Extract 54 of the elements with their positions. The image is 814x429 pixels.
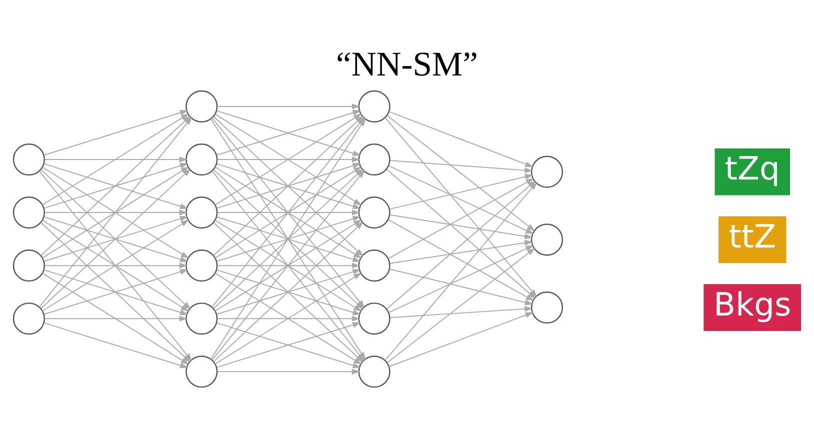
node-circle [358, 90, 390, 122]
node-circle [530, 290, 564, 324]
arrow [390, 240, 533, 264]
arrow [390, 160, 533, 173]
arrow [38, 116, 192, 308]
arrow [216, 368, 360, 374]
arrow [44, 322, 188, 368]
node-circle [358, 196, 390, 228]
arrow [44, 209, 188, 215]
node-box: ttZ [718, 216, 786, 263]
arrow [388, 312, 534, 367]
node-circle [186, 142, 218, 176]
arrow [40, 222, 191, 362]
arrow [388, 173, 534, 210]
node-circle [530, 223, 564, 256]
arrow [216, 315, 360, 321]
node-circle [186, 90, 218, 122]
node-box: Bkgs [704, 284, 802, 330]
arrow [388, 178, 534, 259]
node-circle [358, 355, 390, 388]
arrow [214, 113, 362, 205]
node-circle [530, 155, 564, 188]
node-circle [12, 196, 45, 228]
node-circle [358, 142, 390, 176]
node-circle [186, 249, 218, 282]
arrow [388, 110, 534, 167]
arrow [214, 272, 362, 364]
arrow [42, 272, 190, 364]
arrow [216, 262, 360, 268]
arrow [44, 156, 188, 162]
node-circle [186, 302, 218, 334]
arrow [44, 315, 188, 321]
arrow [216, 209, 360, 215]
node-circle [358, 249, 390, 282]
arrow [216, 156, 360, 162]
arrow [388, 268, 534, 305]
arrow [386, 247, 536, 363]
node-circle [12, 249, 45, 282]
diagram-title: “NN-SM” [336, 44, 478, 83]
node-circle [186, 355, 218, 388]
node-circle [12, 142, 45, 176]
node-circle [186, 196, 218, 228]
arrow [44, 109, 188, 156]
arrow [388, 244, 534, 312]
arrow [388, 218, 534, 301]
arrow [388, 164, 534, 234]
arrow [44, 262, 188, 268]
arrow [42, 113, 190, 205]
arrow [390, 306, 533, 318]
node-circle [12, 302, 45, 334]
node-circle [358, 302, 390, 334]
node-box: tZq [714, 148, 790, 195]
arrow [216, 103, 360, 109]
arrow [390, 214, 533, 239]
